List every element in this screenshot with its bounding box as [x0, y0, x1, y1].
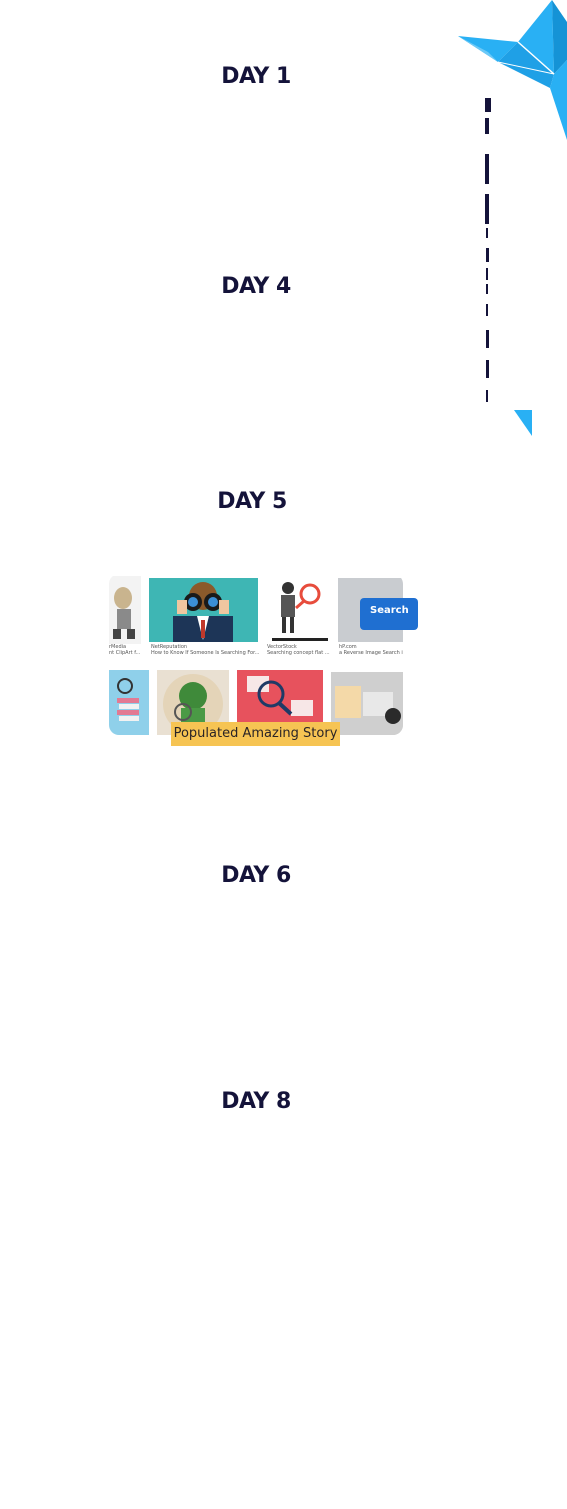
caption-2: NetReputation How to Know If Someone Is … [151, 644, 259, 656]
thumb-books [109, 670, 149, 735]
caption-4-title: a Reverse Image Search in [339, 650, 403, 656]
caption-2-title: How to Know If Someone Is Searching For.… [151, 650, 259, 656]
search-documents-icon [247, 676, 313, 716]
day-8-heading: DAY 8 [221, 1089, 291, 1114]
day-4-heading: DAY 4 [221, 274, 291, 299]
laptop-desk-icon [331, 672, 403, 735]
caption-2-source: NetReputation [151, 644, 188, 650]
egg-figure-icon [113, 587, 135, 639]
caption-1-title: nt ClipArt f... [109, 650, 141, 656]
caption-4-source: hP.com [339, 644, 357, 650]
thumb-binoculars-man [149, 578, 258, 642]
caption-3-source: VectorStock [267, 644, 297, 650]
thumb-egg-figure [109, 576, 141, 644]
caption-3-title: Searching concept flat ... [267, 650, 330, 656]
clipped-vertical-text-icon [485, 98, 491, 402]
caption-1-source: rMedia [109, 644, 127, 650]
day-1-heading: DAY 1 [221, 64, 291, 89]
origami-bird-logo-icon [458, 0, 567, 140]
logo-fragment-icon [514, 410, 532, 436]
image-search-collage: rMedia nt ClipArt f... NetReputation How… [109, 574, 403, 735]
day-6-heading: DAY 6 [221, 863, 291, 888]
thumb-magnifier-man [266, 576, 330, 644]
books-icon [117, 678, 139, 721]
caption-1: rMedia nt ClipArt f... [109, 644, 143, 656]
day-5-heading: DAY 5 [217, 489, 287, 514]
search-key-label: Search [360, 598, 418, 630]
thumb-laptop-desk [331, 672, 403, 735]
binoculars-man-icon [173, 582, 233, 642]
caption-3: VectorStock Searching concept flat ... [267, 644, 331, 656]
magnifier-man-icon [272, 582, 328, 641]
populated-story-badge: Populated Amazing Story [171, 722, 340, 746]
caption-4: hP.com a Reverse Image Search in [339, 644, 403, 656]
